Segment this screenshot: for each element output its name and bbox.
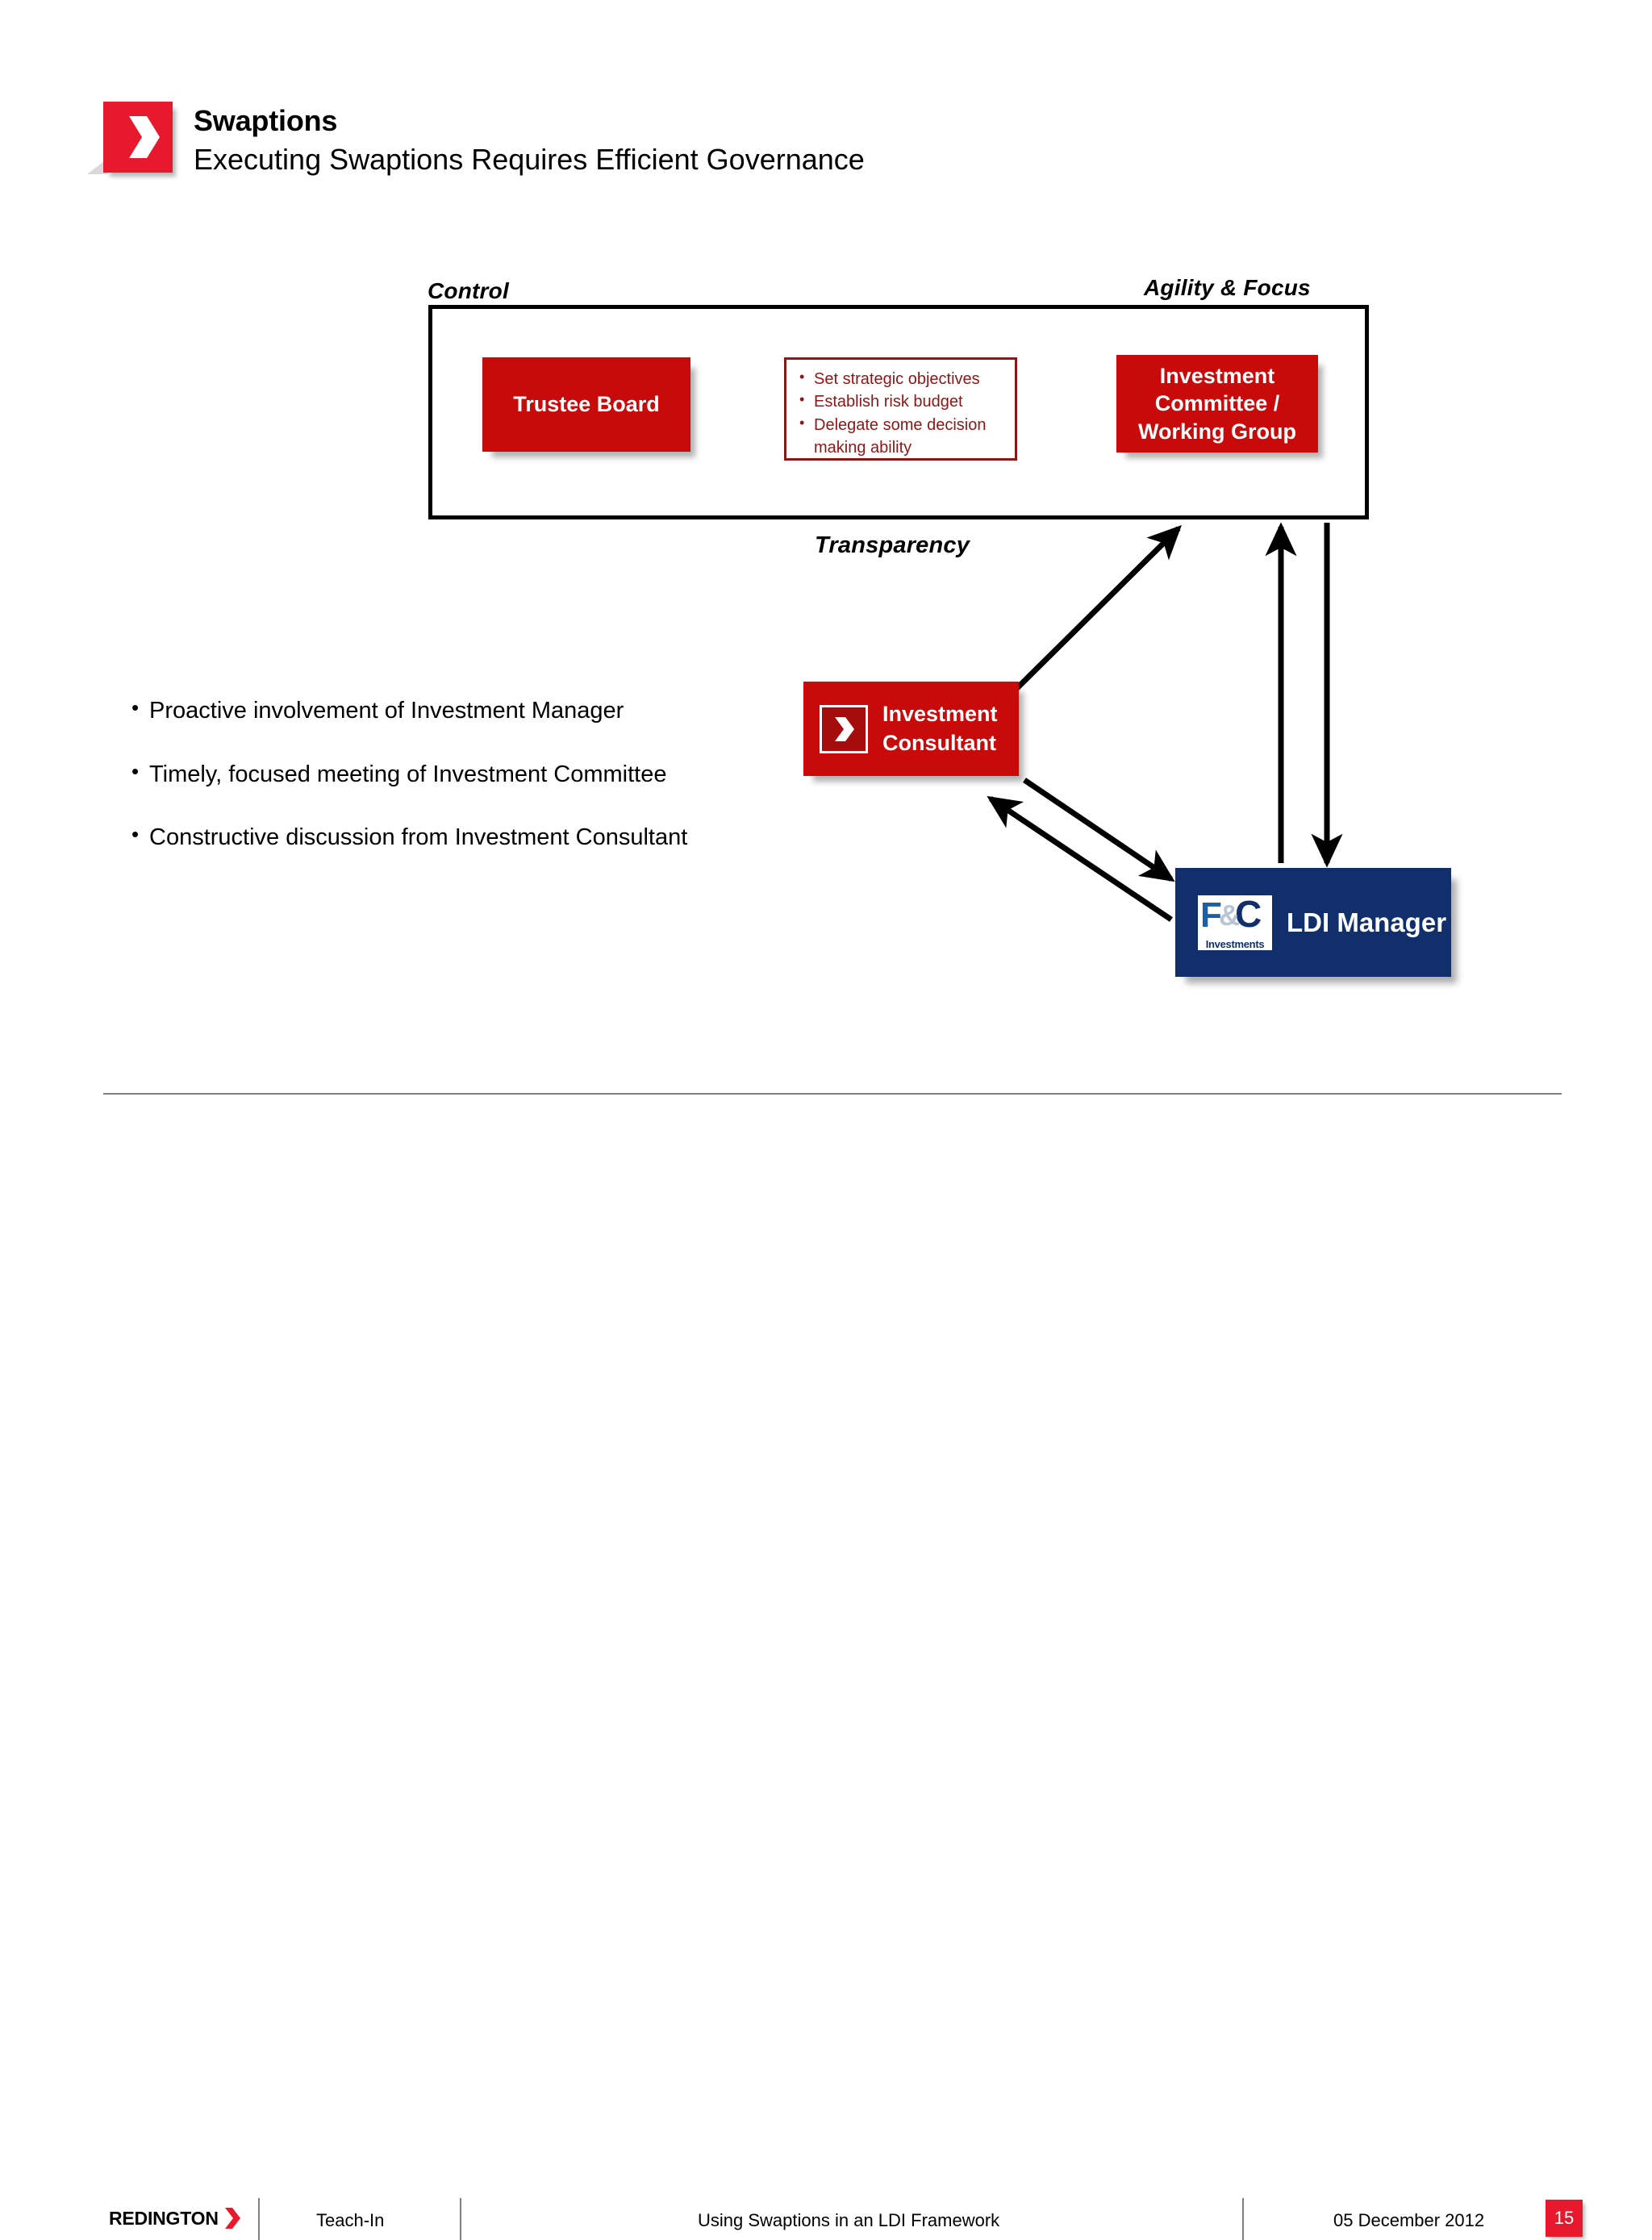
footer-divider-3 [1242, 2198, 1244, 2240]
redington-chevron-icon [103, 102, 173, 173]
fc-investments-logo: F C & Investments [1198, 895, 1272, 950]
node-investment-consultant[interactable]: Investment Consultant [803, 682, 1019, 776]
node-consultant-line-2: Consultant [882, 730, 996, 755]
footer-divider-1 [258, 2198, 260, 2240]
node-ldi-manager-label: LDI Manager [1287, 907, 1447, 937]
footer-brand-label: REDINGTON [109, 2207, 219, 2229]
label-agility-focus: Agility & Focus [1144, 275, 1311, 300]
node-committee-line-3: Working Group [1138, 419, 1296, 444]
node-trustee-board[interactable]: Trustee Board [482, 357, 690, 452]
arrow-ldi-to-consultant [987, 795, 1173, 922]
svg-text:F: F [1200, 895, 1222, 935]
fc-logo-subtext: Investments [1205, 937, 1265, 950]
page-number-badge: 15 [1546, 2200, 1583, 2237]
footer-section-label: Teach-In [316, 2210, 385, 2230]
delegation-callout-box: Set strategic objectives Establish risk … [784, 357, 1017, 461]
node-trustee-board-label: Trustee Board [513, 392, 660, 416]
node-ldi-manager[interactable]: F C & Investments LDI Manager [1175, 868, 1451, 977]
svg-text:C: C [1235, 895, 1262, 935]
footer-deck-title: Using Swaptions in an LDI Framework [698, 2210, 1000, 2230]
footer-divider-2 [460, 2198, 461, 2240]
list-item: Establish risk budget [798, 390, 1008, 413]
node-investment-committee[interactable]: Investment Committee / Working Group [1116, 355, 1318, 453]
key-points-list: Proactive involvement of Investment Mana… [131, 694, 712, 886]
node-committee-line-1: Investment [1159, 364, 1275, 389]
arrow-consultant-to-ldi [1023, 778, 1175, 882]
redington-footer-logo: REDINGTON [109, 2206, 243, 2230]
redington-chevron-icon [820, 704, 868, 753]
footer-divider [103, 1093, 1562, 1095]
slide-footer: REDINGTON Teach-In Using Swaptions in an… [0, 1097, 1652, 2240]
slide-header: Swaptions Executing Swaptions Requires E… [0, 0, 1652, 210]
diagram-arrows [703, 390, 1343, 922]
list-item: Timely, focused meeting of Investment Co… [131, 757, 712, 790]
footer-date: 05 December 2012 [1333, 2210, 1485, 2230]
label-transparency: Transparency [815, 532, 970, 558]
redington-chevron-icon [224, 2208, 240, 2229]
governance-diagram: Control Agility & Focus Transparency Tru… [0, 0, 1652, 1168]
list-item: Set strategic objectives [798, 367, 1008, 390]
label-control: Control [428, 278, 509, 303]
page-subtitle: Executing Swaptions Requires Efficient G… [194, 143, 865, 176]
node-committee-line-2: Committee / [1154, 391, 1280, 416]
node-consultant-line-1: Investment [882, 702, 998, 727]
page-title: Swaptions [194, 104, 338, 137]
list-item: Proactive involvement of Investment Mana… [131, 694, 712, 727]
svg-text:&: & [1219, 899, 1240, 932]
arrow-consultant-to-governance [1013, 525, 1182, 692]
list-item: Constructive discussion from Investment … [131, 820, 712, 853]
list-item: Delegate some decision making ability [798, 413, 1008, 460]
